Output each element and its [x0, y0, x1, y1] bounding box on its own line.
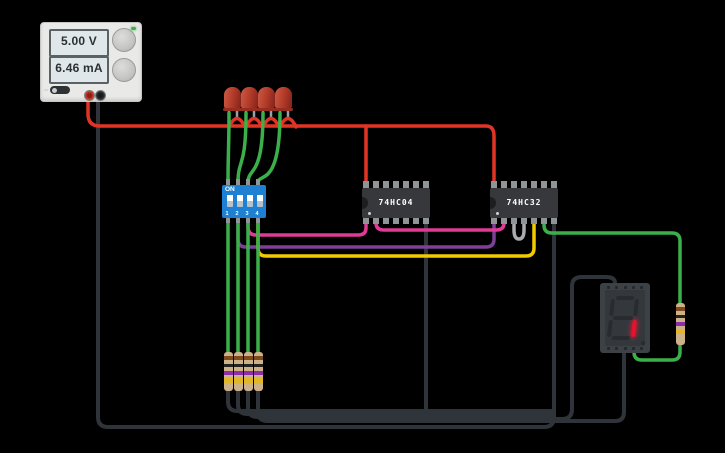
- band-black: [243, 364, 253, 367]
- band-gold: [233, 378, 243, 383]
- band-brown: [675, 307, 685, 311]
- seven-segment-display[interactable]: [600, 283, 650, 353]
- band-black: [233, 364, 243, 367]
- band-brown: [233, 356, 243, 360]
- led-1[interactable]: [223, 87, 242, 111]
- dip-slider-2[interactable]: [237, 195, 243, 207]
- dip-pin-numbers: 1 2 3 4: [222, 211, 266, 217]
- wire-gnd-resistor1[interactable]: [226, 388, 556, 413]
- band-violet: [675, 322, 685, 326]
- decimal-point: [641, 341, 645, 345]
- wire-gnd-resistor4-to-display-bottom[interactable]: [256, 350, 626, 423]
- band-brown: [243, 356, 253, 360]
- toggle-mark: [44, 89, 48, 91]
- dip-num-1: 1: [225, 211, 229, 217]
- band-brown: [223, 356, 233, 360]
- led-4[interactable]: [274, 87, 293, 111]
- wire-red-psu-to-ic2-vcc[interactable]: [86, 97, 496, 190]
- led-3[interactable]: [257, 87, 276, 111]
- power-indicator-led: [131, 27, 136, 30]
- wire-gray-jumper-ic2[interactable]: [512, 216, 526, 241]
- band-violet: [243, 371, 253, 375]
- ic2-pins[interactable]: [491, 181, 557, 224]
- dip-slider-4[interactable]: [257, 195, 263, 207]
- band-brown: [253, 356, 263, 360]
- band-violet: [233, 371, 243, 375]
- wire-green-resistor5-to-display[interactable]: [632, 340, 682, 362]
- band-black: [223, 364, 233, 367]
- power-supply[interactable]: 5.00 V 6.46 mA: [40, 22, 142, 102]
- wire-magenta-ic1-to-ic2[interactable]: [374, 216, 506, 232]
- ic-74hc04[interactable]: 74HC04: [362, 188, 430, 218]
- display-top-pins[interactable]: [607, 286, 643, 289]
- band-violet: [253, 371, 263, 375]
- ic-74hc32[interactable]: 74HC32: [490, 188, 558, 218]
- wire-green-ic2-to-resistor5[interactable]: [542, 216, 682, 307]
- dip-on-label: ON: [225, 186, 235, 193]
- resistor-2[interactable]: [233, 352, 243, 391]
- band-violet: [223, 371, 233, 375]
- band-gold: [675, 329, 685, 334]
- dip-pins[interactable]: [226, 179, 260, 223]
- display-bottom-pins[interactable]: [607, 347, 643, 350]
- dip-switch[interactable]: ON 1 2 3 4: [222, 185, 266, 218]
- dip-num-2: 2: [235, 211, 239, 217]
- wire-green-led3-to-dip3[interactable]: [246, 111, 265, 185]
- wire-gnd-psu-to-ic2[interactable]: [96, 95, 556, 429]
- resistor-1[interactable]: [223, 352, 233, 391]
- wire-green-led2-to-dip2[interactable]: [236, 111, 248, 185]
- resistor-4[interactable]: [253, 352, 263, 391]
- voltage-readout: 5.00 V: [49, 29, 109, 57]
- dip-slider-1[interactable]: [227, 195, 233, 207]
- wire-magenta-dip3-to-ic1[interactable]: [246, 216, 368, 237]
- voltage-knob[interactable]: [112, 28, 136, 52]
- band-gold: [243, 378, 253, 383]
- resistor-3[interactable]: [243, 352, 253, 391]
- seg-e: [607, 320, 613, 337]
- power-toggle[interactable]: [50, 86, 70, 94]
- dip-num-3: 3: [245, 211, 249, 217]
- digit: [607, 296, 640, 340]
- dip-slider-3[interactable]: [247, 195, 253, 207]
- band-black: [675, 315, 685, 318]
- ic1-pins[interactable]: [363, 181, 429, 224]
- negative-terminal[interactable]: [95, 90, 106, 101]
- wire-green-led1-to-dip1[interactable]: [226, 111, 231, 185]
- band-gold: [223, 378, 233, 383]
- band-black: [253, 364, 263, 367]
- seg-g: [612, 316, 634, 320]
- led-2[interactable]: [240, 87, 259, 111]
- resistor-5[interactable]: [675, 303, 685, 345]
- seg-f: [609, 299, 615, 316]
- dip-num-4: 4: [255, 211, 259, 217]
- seg-a: [615, 296, 635, 300]
- positive-terminal[interactable]: [84, 90, 95, 101]
- seg-d: [611, 336, 631, 340]
- current-knob[interactable]: [112, 58, 136, 82]
- current-readout: 6.46 mA: [49, 56, 109, 84]
- band-gold: [253, 378, 263, 383]
